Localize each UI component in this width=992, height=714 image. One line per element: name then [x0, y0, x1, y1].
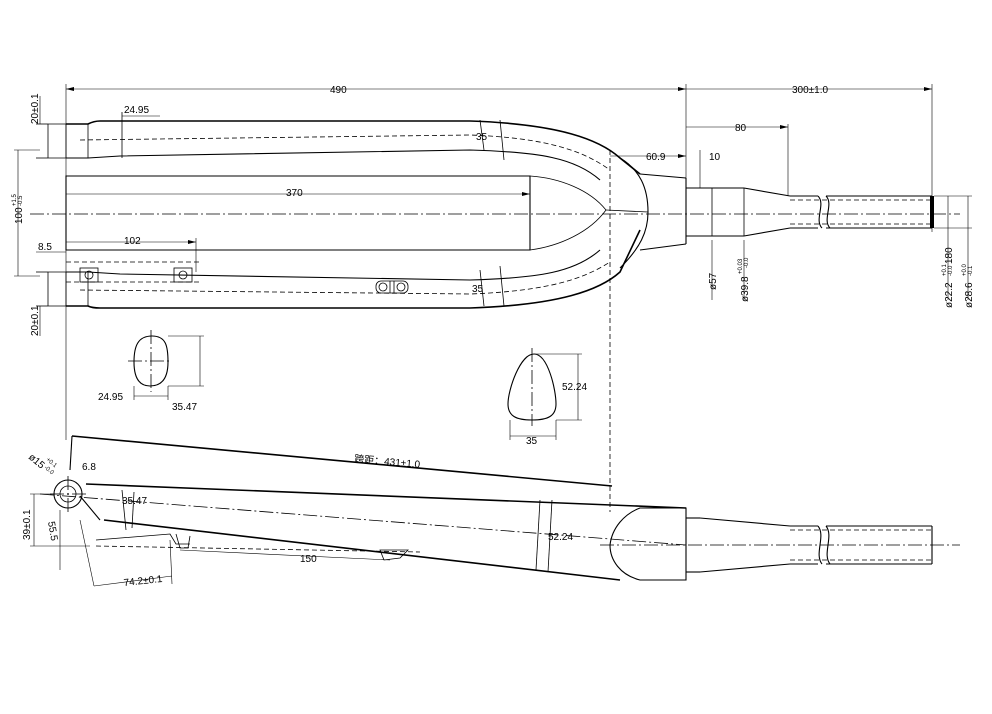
- side-view: ø15 +0.1 -0.0 6.8 跨距：431±1.0 35.47 52.24…: [22, 435, 960, 589]
- dim-diam-steerer-top: ø22.2: [944, 282, 955, 308]
- dim-diam-steerer-tol-upper: +0.0: [962, 263, 968, 276]
- dim-blade-length: 370: [286, 188, 303, 199]
- dim-hub-spacing-tol-upper: +1.5: [12, 193, 18, 206]
- dim-side-blade-crown: 52.24: [548, 532, 573, 543]
- dim-tip-width: 24.95: [124, 105, 149, 116]
- dim-blade-section-upper: 35: [476, 132, 488, 143]
- dim-dropout-drop: 55.5: [45, 521, 59, 543]
- dim-diam-bearing-tol-upper: +0.03: [738, 258, 744, 274]
- dim-axle-to-crown: 跨距：431±1.0: [354, 453, 421, 471]
- dim-diam-steerer-top-len: 180: [944, 247, 955, 264]
- dim-side-blade-top: 35.47: [122, 496, 147, 507]
- dim-dropout-tab-top: 20±0.1: [30, 93, 41, 124]
- dim-diam-steerer-top-tol-upper: +0.1: [942, 263, 948, 276]
- dim-section-a-height: 35.47: [172, 402, 197, 413]
- dim-diam-steerer-top-tol-lower: -0.0: [948, 265, 954, 276]
- dim-dropout-height: 39±0.1: [22, 509, 33, 540]
- dim-diam-bearing-tol-lower: -0.0: [744, 257, 750, 268]
- dim-crown-offset: 60.9: [646, 152, 666, 163]
- dim-diam-crown-base: ø57: [708, 272, 719, 290]
- dim-brake-span: 150: [300, 554, 317, 565]
- dim-taper-length: 80: [735, 123, 747, 134]
- dim-section-b-height: 52.24: [562, 382, 587, 393]
- section-a: 24.95 35.47: [98, 330, 204, 413]
- dim-steerer-length: 300±1.0: [792, 85, 829, 96]
- dim-section-b-width: 35: [526, 436, 538, 447]
- section-b: 52.24 35: [507, 348, 587, 447]
- dim-blade-section-lower: 35: [472, 284, 484, 295]
- dim-brake-mount: 74.2±0.1: [123, 574, 163, 589]
- dim-dropout-tab-bottom: 20±0.1: [30, 305, 41, 336]
- dim-axle-offset: 6.8: [82, 462, 96, 473]
- top-view: 490 300±1.0 80 60.9 10: [12, 84, 975, 512]
- dim-mount-offset: 8.5: [38, 242, 52, 253]
- dim-diam-bearing: ø39.8: [740, 276, 751, 302]
- dim-hub-spacing-tol-lower: -0.5: [18, 195, 24, 206]
- dim-mount-span: 102: [124, 236, 141, 247]
- dim-section-a-width: 24.95: [98, 392, 123, 403]
- dim-axle-diameter-tol-lower: -0.0: [43, 465, 55, 477]
- dim-overall-length: 490: [330, 85, 347, 96]
- dim-hub-spacing-base: 100: [14, 207, 25, 224]
- dim-crown-step: 10: [709, 152, 721, 163]
- dim-diam-steerer: ø28.6: [964, 282, 975, 308]
- dim-diam-steerer-tol-lower: -0.1: [968, 265, 974, 276]
